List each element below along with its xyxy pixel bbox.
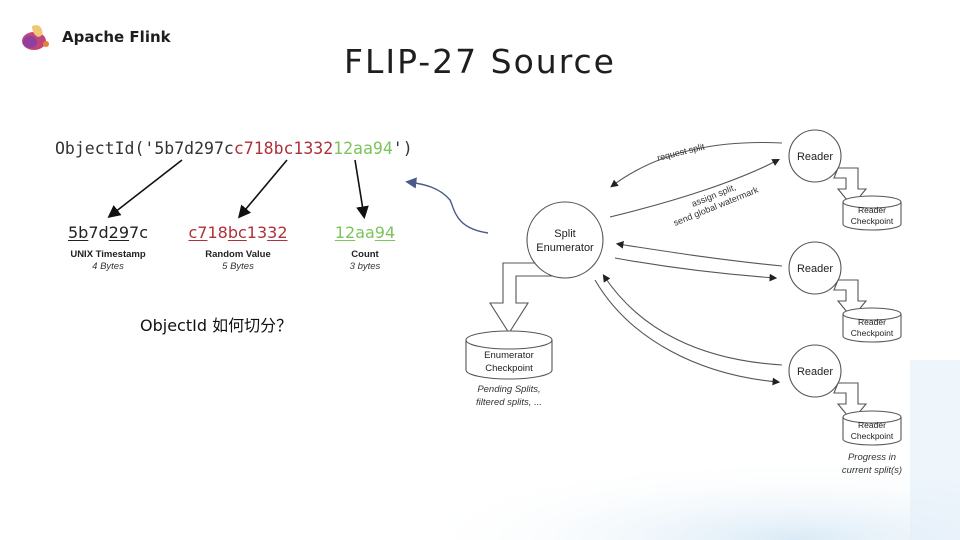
svg-text:Enumerator: Enumerator bbox=[536, 242, 594, 254]
svg-text:Checkpoint: Checkpoint bbox=[485, 363, 533, 374]
reader-checkpoint-cylinder bbox=[842, 314, 902, 343]
hex-segment: c7 bbox=[188, 223, 208, 242]
reader-checkpoint-label: Checkpoint bbox=[851, 328, 894, 338]
apache-flink-logo: Apache Flink bbox=[20, 22, 171, 52]
hex-segment: 13 bbox=[246, 223, 268, 242]
hex-segment: 12 bbox=[334, 223, 356, 242]
objectid-suffix: ') bbox=[392, 139, 413, 158]
hex-segment: 18 bbox=[207, 223, 228, 242]
split-enumerator-node: Split Enumerator bbox=[489, 201, 604, 335]
objectid-random-hex: c718bc1332 bbox=[233, 139, 334, 158]
hex-segment: 94 bbox=[374, 223, 396, 242]
logo-text: Apache Flink bbox=[62, 28, 171, 46]
enumerator-checkpoint: Enumerator Checkpoint Pending Splits, fi… bbox=[465, 330, 553, 408]
label-request-split: request split bbox=[656, 141, 706, 163]
arrow-to-count bbox=[354, 159, 369, 220]
svg-text:Enumerator: Enumerator bbox=[484, 350, 534, 361]
timestamp-label: UNIX Timestamp bbox=[70, 249, 146, 260]
flink-squirrel-logo-icon bbox=[22, 25, 49, 50]
reader-checkpoint-label: Reader bbox=[858, 420, 886, 430]
edge-reader2-to-enumerator bbox=[615, 241, 783, 267]
hex-segment: 29 bbox=[108, 223, 130, 242]
part-timestamp: 5b7d297c UNIX Timestamp 4 Bytes bbox=[48, 223, 168, 272]
reader-checkpoint-label: Reader bbox=[858, 317, 886, 327]
random-size: 5 Bytes bbox=[222, 261, 254, 272]
reader-circle bbox=[788, 129, 842, 183]
slide-title: FLIP-27 Source bbox=[343, 42, 616, 81]
reader-circle bbox=[788, 344, 842, 398]
hex-segment: aa bbox=[355, 223, 375, 242]
arrow-to-timestamp bbox=[107, 159, 183, 218]
count-value: 12aa94 bbox=[305, 223, 425, 242]
arrow-to-random bbox=[237, 159, 288, 219]
count-label: Count bbox=[351, 249, 379, 260]
reader-checkpoint-label: Checkpoint bbox=[851, 216, 894, 226]
reader-label: Reader bbox=[797, 151, 833, 163]
objectid-prefix: ObjectId(' bbox=[55, 139, 155, 158]
objectid-string: ObjectId('5b7d297cc718bc133212aa94') bbox=[55, 139, 413, 158]
reader-label: Reader bbox=[797, 366, 833, 378]
edge-enumerator-to-reader2 bbox=[614, 257, 778, 282]
random-label: Random Value bbox=[205, 249, 271, 260]
edge-request-split bbox=[610, 141, 783, 188]
objectid-timestamp-hex: 5b7d297c bbox=[154, 139, 234, 158]
connector-arrow bbox=[405, 177, 489, 234]
reader-checkpoint-cylinder bbox=[842, 202, 902, 231]
reader-checkpoint-label: Checkpoint bbox=[851, 431, 894, 441]
reader-checkpoint-cylinder bbox=[842, 417, 902, 446]
reader-label: Reader bbox=[797, 263, 833, 275]
reader-note: Progress in bbox=[848, 452, 896, 463]
hex-segment: 7d bbox=[88, 223, 109, 242]
reader-checkpoint-label: Reader bbox=[858, 205, 886, 215]
edge-reader3-to-enumerator bbox=[602, 274, 783, 366]
question-text: ObjectId 如何切分？ bbox=[140, 316, 293, 335]
hex-segment: 7c bbox=[129, 223, 149, 242]
part-count: 12aa94 Count 3 bytes bbox=[305, 223, 425, 272]
svg-text:Pending Splits,: Pending Splits, bbox=[477, 384, 540, 395]
hex-segment: 5b bbox=[67, 223, 89, 242]
timestamp-size: 4 Bytes bbox=[92, 261, 124, 272]
hex-segment: 32 bbox=[267, 223, 288, 242]
enumerator-checkpoint-arrow bbox=[489, 262, 561, 335]
svg-text:filtered splits, ...: filtered splits, ... bbox=[476, 397, 542, 408]
reader-note: current split(s) bbox=[842, 465, 902, 476]
count-size: 3 bytes bbox=[349, 261, 381, 272]
reader-circle bbox=[788, 241, 842, 295]
edge-assign-split bbox=[609, 158, 780, 218]
hex-segment: bc bbox=[227, 223, 247, 242]
part-random: c718bc1332 Random Value 5 Bytes bbox=[178, 223, 298, 272]
random-value: c718bc1332 bbox=[178, 223, 298, 242]
objectid-count-hex: 12aa94 bbox=[333, 139, 393, 158]
timestamp-value: 5b7d297c bbox=[48, 223, 168, 242]
edge-enumerator-to-reader3 bbox=[594, 279, 781, 386]
svg-text:Split: Split bbox=[554, 228, 575, 240]
